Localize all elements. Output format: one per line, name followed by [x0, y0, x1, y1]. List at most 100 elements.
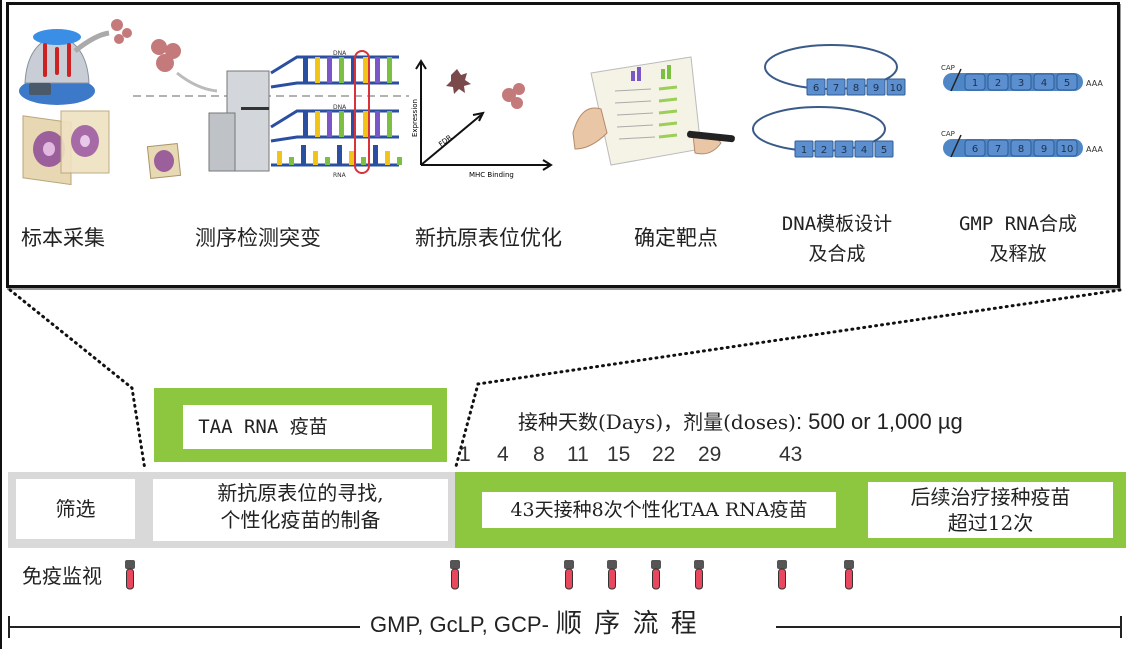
dna-base-pair: [351, 111, 356, 137]
rna-base: [385, 151, 390, 165]
segment-box: [1010, 139, 1032, 157]
screening-block: 筛选: [8, 472, 148, 548]
segment-number: 2: [995, 78, 1001, 89]
tissue-slides-icon: [22, 110, 110, 186]
day-label: 1: [459, 443, 471, 466]
taa-vaccine-box: TAA RNA 疫苗: [154, 388, 447, 462]
dna-base-pair: [303, 57, 308, 83]
left-connector: [8, 288, 147, 472]
dosing-title: 接种天数(Days)，剂量(doses): 500 or 1,000 µg: [518, 409, 963, 435]
dna-base-pair: [327, 111, 332, 137]
segment-number: 6: [813, 83, 819, 94]
checklist-illustration: [572, 56, 735, 166]
segment-box: [834, 140, 854, 158]
day-label: 15: [607, 443, 631, 466]
preparation-block: 新抗原表位的寻找, 个性化疫苗的制备: [145, 472, 457, 548]
segment-number: 5: [881, 145, 887, 156]
taa-vaccine-label: TAA RNA 疫苗: [198, 416, 328, 438]
segment-number: 1: [801, 145, 807, 156]
dna-base-pair: [387, 111, 392, 137]
mrna-polya-label: AAA: [1086, 145, 1103, 154]
step-label-target-selection: 确定靶点: [634, 226, 718, 250]
segment-box: [964, 73, 986, 91]
segment-box: [854, 140, 874, 158]
dosing-title-cn: 接种天数(Days)，剂量(doses): [518, 410, 796, 434]
dna-base-pair: [351, 57, 356, 83]
segment-box: [794, 140, 814, 158]
segment-number: 7: [995, 144, 1001, 155]
segment-number: 5: [1064, 78, 1070, 89]
step-label-epitope-optimization: 新抗原表位优化: [415, 226, 562, 250]
step-label-gmp-rna-line1: GMP RNA合成: [958, 213, 1078, 235]
step-label-sequencing: 测序检测突变: [195, 226, 321, 250]
dna-base-pair: [375, 57, 380, 83]
segment-number: 4: [1041, 78, 1047, 89]
strand-label: DNA: [333, 104, 347, 111]
centrifuge-icon: [19, 19, 132, 105]
segment-number: 8: [1018, 144, 1024, 155]
blood-tube-icon: [564, 560, 574, 590]
blood-tube-icon: [844, 560, 854, 590]
segment-box: [866, 78, 886, 96]
segment-box: [987, 73, 1009, 91]
segment-number: 7: [833, 83, 839, 94]
rna-base: [313, 151, 318, 165]
segment-box: [987, 139, 1009, 157]
segment-box: [886, 78, 906, 96]
rna-base: [349, 151, 354, 165]
mrna-cap-label: CAP: [941, 64, 955, 72]
segment-box: [846, 78, 866, 96]
segment-number: 9: [1041, 144, 1047, 155]
step-label-dna-template-line1: DNA模板设计: [781, 213, 893, 235]
segment-box: [826, 78, 846, 96]
segment-box: [874, 140, 894, 158]
process-axis-right-line: [776, 626, 1121, 628]
segment-box: [1033, 139, 1055, 157]
segment-number: 2: [821, 145, 827, 156]
dna-base-pair: [327, 57, 332, 83]
process-label-en: GMP, GcLP, GCP-: [370, 612, 549, 637]
step-label-dna-template-line2: 及合成: [808, 243, 866, 265]
segment-box: [1056, 139, 1078, 157]
rna-base: [337, 145, 342, 165]
svg-text:Expression: Expression: [411, 99, 419, 137]
mrna-cap-label: CAP: [941, 130, 955, 138]
segment-number: 10: [890, 83, 903, 94]
dna-base-pair: [303, 111, 308, 137]
dna-base-pair: [339, 57, 344, 83]
rna-base: [277, 151, 282, 165]
rna-base: [373, 145, 378, 165]
segment-number: 10: [1061, 144, 1074, 155]
segment-number: 3: [1018, 78, 1024, 89]
rna-base: [289, 157, 294, 165]
rna-base: [397, 157, 402, 165]
preparation-label-line1: 新抗原表位的寻找,: [217, 481, 384, 505]
svg-text:MHC Binding: MHC Binding: [469, 171, 514, 179]
blood-tube-icon: [607, 560, 617, 590]
segment-number: 3: [841, 145, 847, 156]
segment-box: [806, 78, 826, 96]
blood-tube-icon: [694, 560, 704, 590]
preparation-label-line2: 个性化疫苗的制备: [220, 508, 381, 532]
segment-box: [1010, 73, 1032, 91]
mutation-highlight: [354, 50, 370, 174]
strand-label: DNA: [333, 50, 347, 57]
rna-base: [361, 157, 366, 165]
centrifuge-tissue-illustration: [19, 19, 132, 186]
strand-label: RNA: [333, 172, 347, 179]
screening-label: 筛选: [55, 497, 96, 521]
process-axis-end-tick: [1120, 616, 1122, 638]
immune-monitoring-label: 免疫监视: [22, 564, 102, 588]
blood-tube-icon: [450, 560, 460, 590]
process-label: GMP, GcLP, GCP- 顺 序 流 程: [370, 611, 699, 639]
epitope-scatter-illustration: Expression FDR MHC Binding: [411, 59, 553, 179]
vaccination-phase-block: 43天接种8次个性化TAA RNA疫苗 后续治疗接种疫苗 超过12次: [455, 472, 1126, 548]
day-label: 11: [567, 443, 589, 466]
segment-box: [814, 140, 834, 158]
page-left-edge: [0, 0, 2, 649]
process-label-cn: 顺 序 流 程: [555, 609, 699, 639]
day-label: 22: [652, 443, 676, 466]
